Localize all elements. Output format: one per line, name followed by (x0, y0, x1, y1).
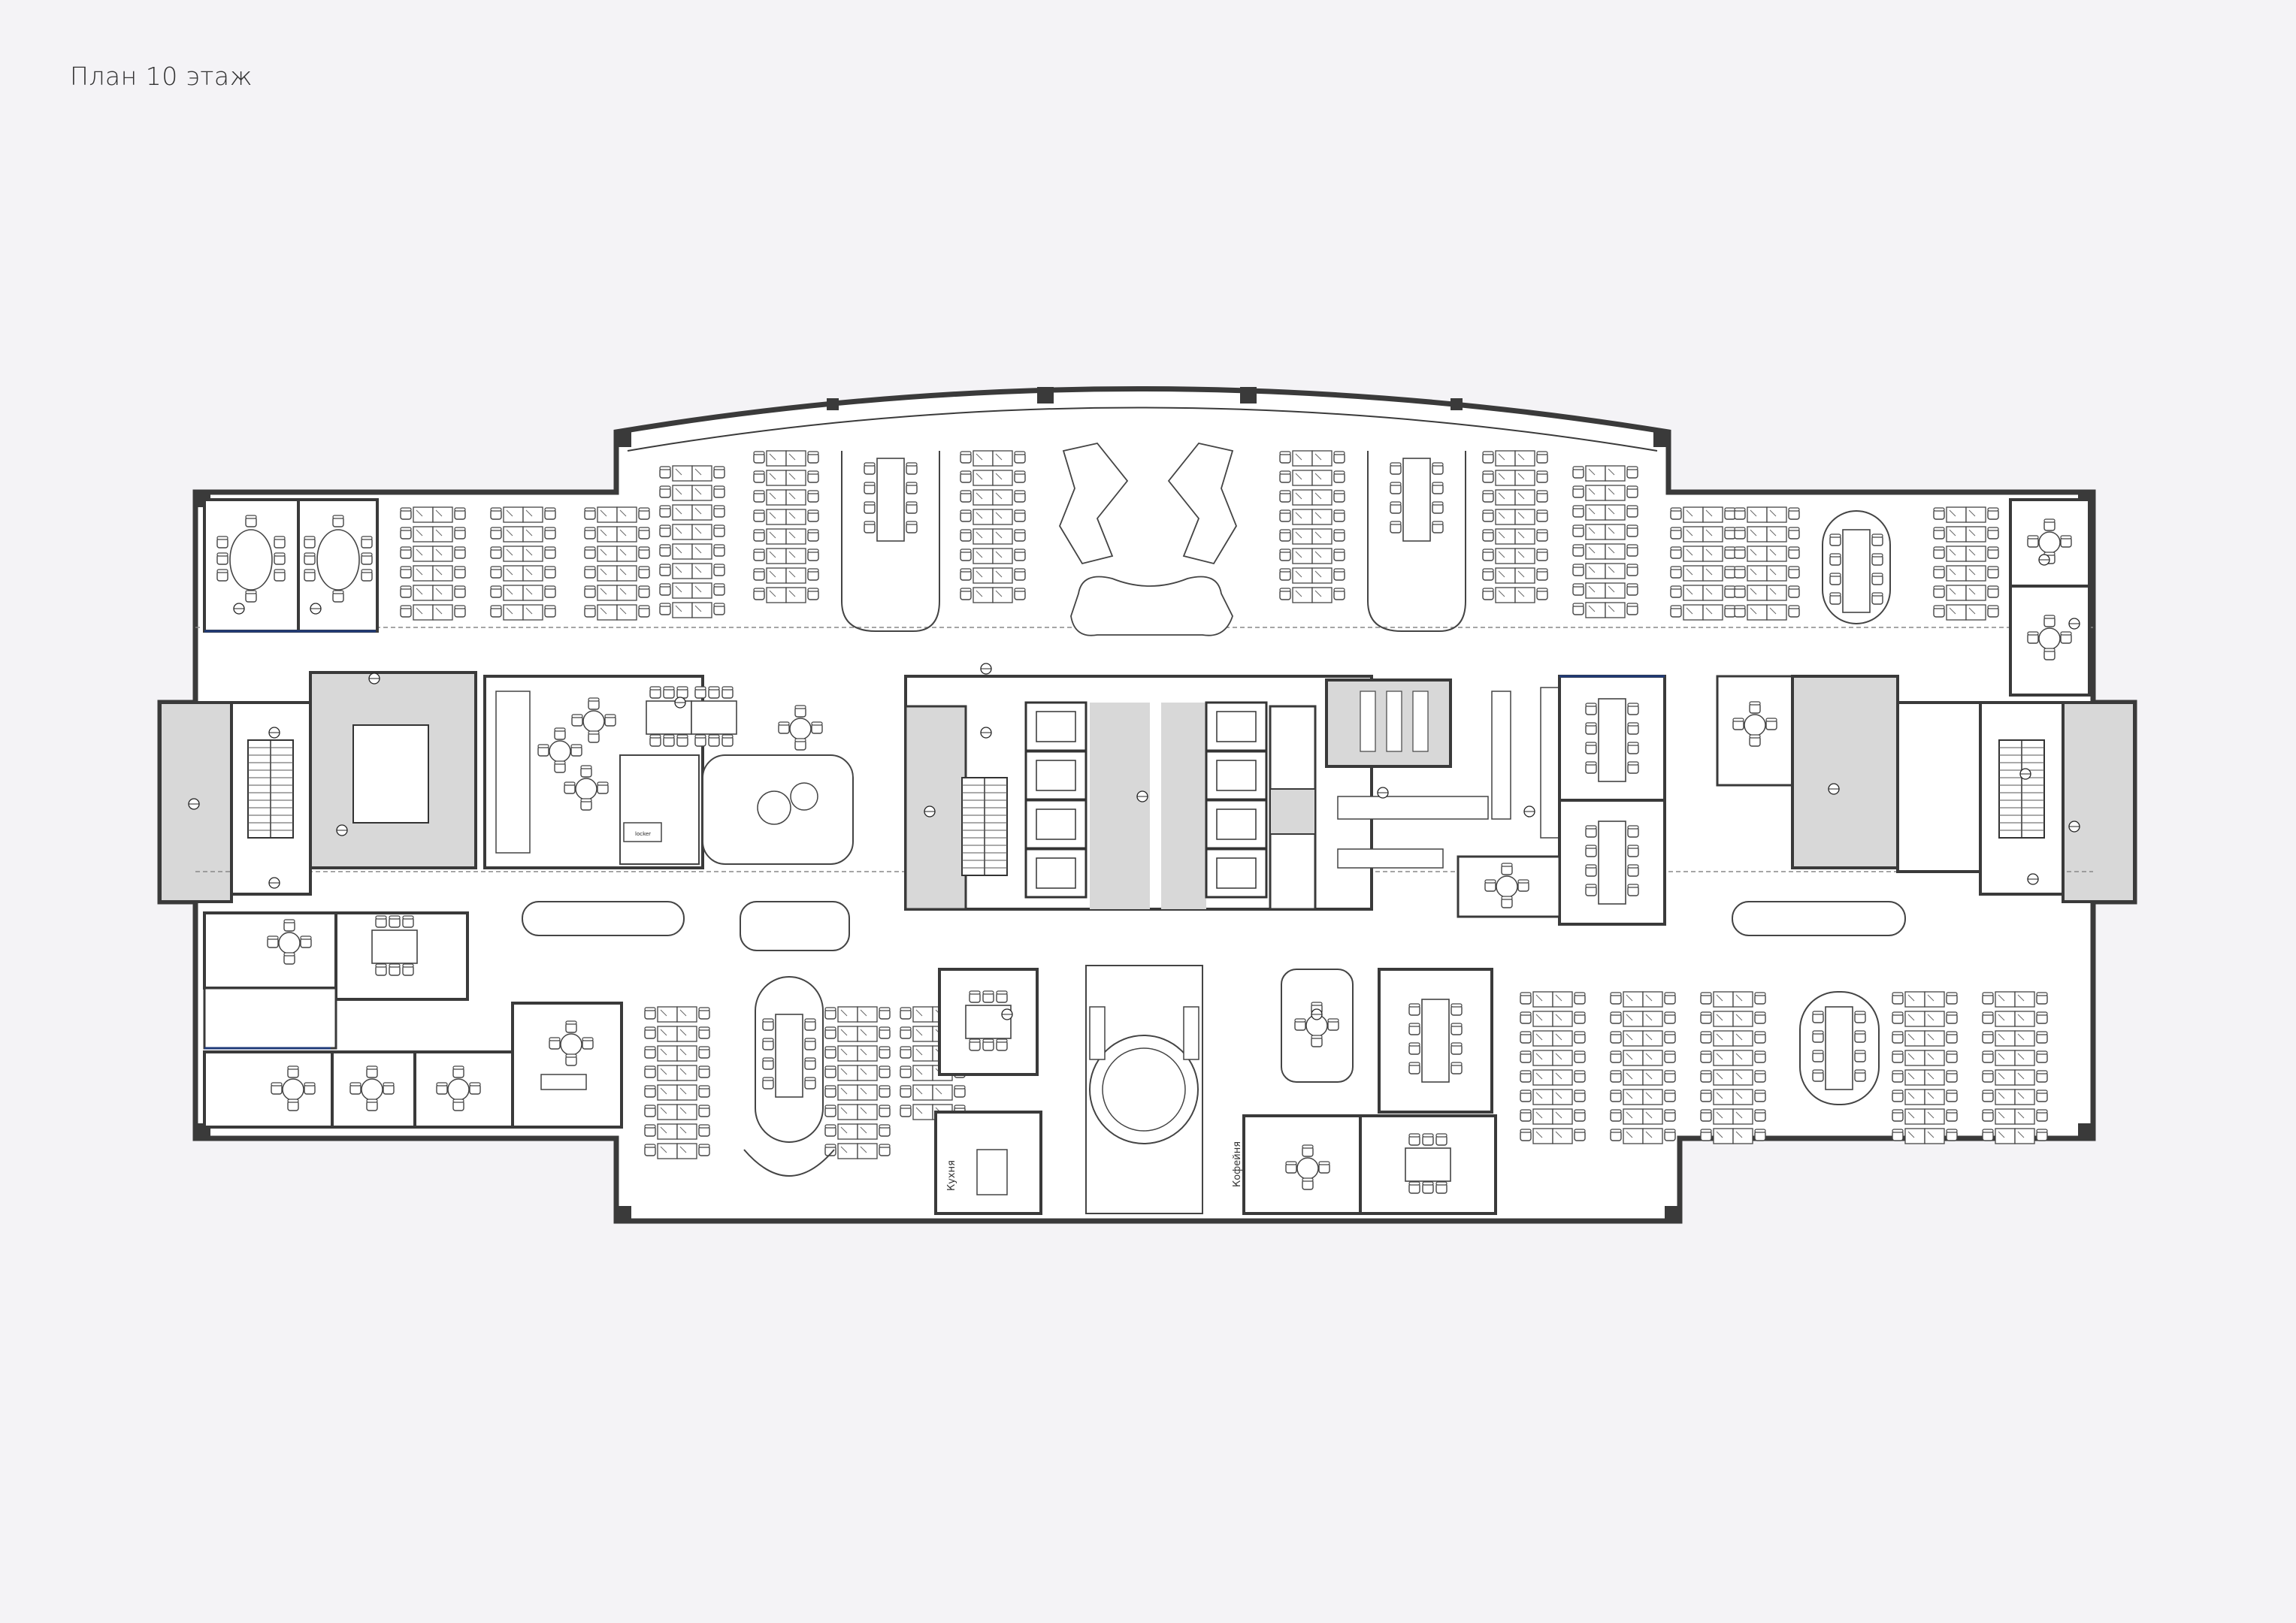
lobby-round-sofa (1085, 965, 1203, 1214)
offices-bottom-left (203, 911, 623, 1129)
meeting-room-bottom-center-right (1281, 969, 1354, 1083)
conference-top-left (841, 451, 940, 632)
meeting-room-bottom-right (1359, 968, 1497, 1215)
conference-bottom-right (1799, 991, 1880, 1105)
meeting-room-bottom-center-left (938, 968, 1039, 1076)
core-left (230, 671, 477, 896)
kitchen-label: Кухня (946, 1160, 957, 1191)
core-right (1716, 675, 2065, 896)
page-title: План 10 этаж (70, 62, 253, 91)
sofa-row-right (1732, 901, 1906, 936)
meeting-rooms-center-right (1457, 675, 1666, 926)
meeting-room-top-right (2009, 498, 2091, 697)
locker-label: locker (635, 831, 651, 837)
elevator-core (904, 675, 1373, 911)
sofa-row-left (522, 901, 850, 951)
server-room (1325, 679, 1560, 869)
kitchen-room: Кухня (934, 1111, 1042, 1215)
lounge-oval-right (1822, 510, 1891, 624)
coffee-label: Кофейня (1232, 1141, 1243, 1187)
kitchen-block-left: locker (483, 675, 854, 869)
coffee-room: Кофейня (1232, 1114, 1362, 1215)
conference-bottom-left (743, 976, 835, 1177)
lounge-pods (1058, 442, 1238, 636)
meeting-room-1 (203, 498, 300, 633)
meeting-room-2 (297, 498, 379, 633)
conference-top-right (1367, 451, 1466, 632)
